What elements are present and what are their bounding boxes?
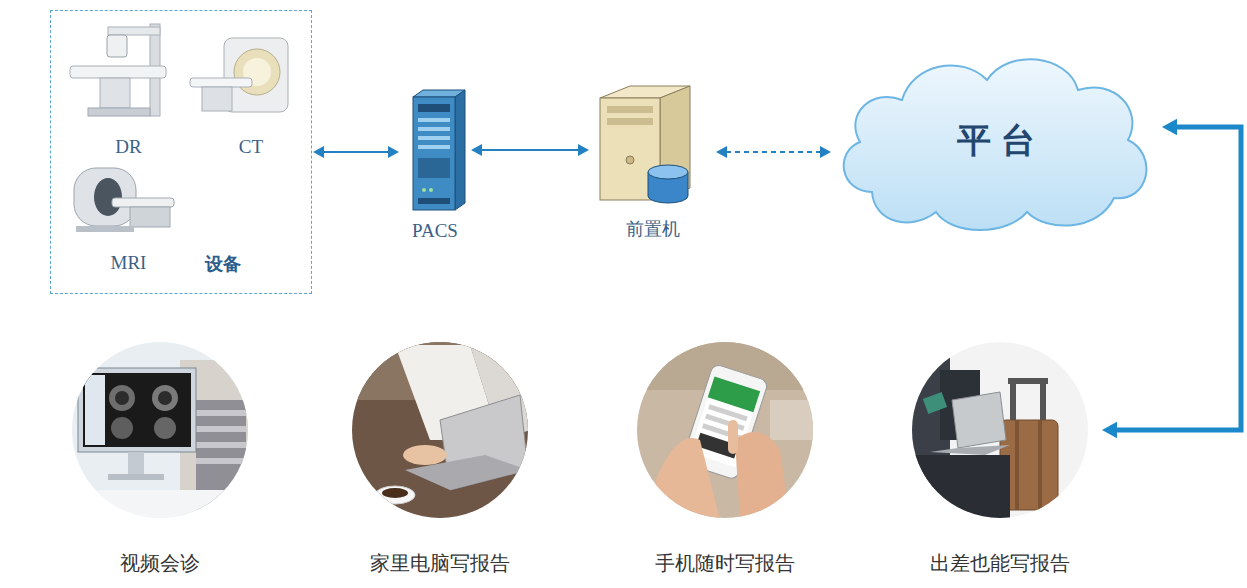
node-label: 家里电脑写报告 <box>370 551 510 575</box>
node-label: 视频会诊 <box>120 551 200 575</box>
equipment-label-box: MRI <box>66 161 191 275</box>
node-label: 设备 <box>205 253 241 275</box>
connector <box>313 146 399 158</box>
front-computer-icon <box>600 86 690 203</box>
arrow-head <box>578 144 589 156</box>
equipment-label-box: CT <box>191 16 311 159</box>
node-label: CT <box>239 136 263 159</box>
arrow-head <box>716 146 727 158</box>
connector-line <box>323 151 389 153</box>
node-label: 前置机 <box>626 218 680 240</box>
business-trip-photo <box>910 340 1090 520</box>
use-case-circle: 出差也能写报告 <box>900 340 1100 575</box>
use-case-circle: 视频会诊 <box>60 340 260 575</box>
arrow-head <box>388 146 399 158</box>
mri-scanner <box>74 168 174 232</box>
connector-line <box>726 151 821 153</box>
video-consult-photo <box>70 340 250 520</box>
dr-machine <box>70 24 166 116</box>
node-label: MRI <box>111 252 147 275</box>
connector-line <box>481 149 579 151</box>
use-case-circle: 家里电脑写报告 <box>340 340 540 575</box>
node-label: PACS <box>412 220 458 243</box>
connector <box>471 144 589 156</box>
pacs-server: PACS <box>400 88 470 243</box>
server-icon <box>413 90 465 210</box>
node-label: 平台 <box>947 120 1045 161</box>
home-laptop-photo <box>350 340 530 520</box>
ct-scanner <box>190 38 288 112</box>
connector <box>716 146 831 158</box>
equipment-label-box: DR <box>66 16 191 159</box>
arrow-head <box>471 144 482 156</box>
cloud-shape <box>844 59 1147 230</box>
node-label: 手机随时写报告 <box>655 551 795 575</box>
front-computer: 前置机 <box>590 85 715 240</box>
equipment-group: 设备 DR CT MRI <box>50 10 312 294</box>
arrow-head <box>1102 422 1117 439</box>
arrow-head <box>820 146 831 158</box>
platform-cloud: 平台 <box>832 40 1160 240</box>
arrow-head <box>313 146 324 158</box>
node-label: DR <box>115 136 141 159</box>
arrow-head <box>1162 119 1177 136</box>
node-label: 出差也能写报告 <box>930 551 1070 575</box>
phone-photo <box>635 340 815 520</box>
use-case-circle: 手机随时写报告 <box>625 340 825 575</box>
